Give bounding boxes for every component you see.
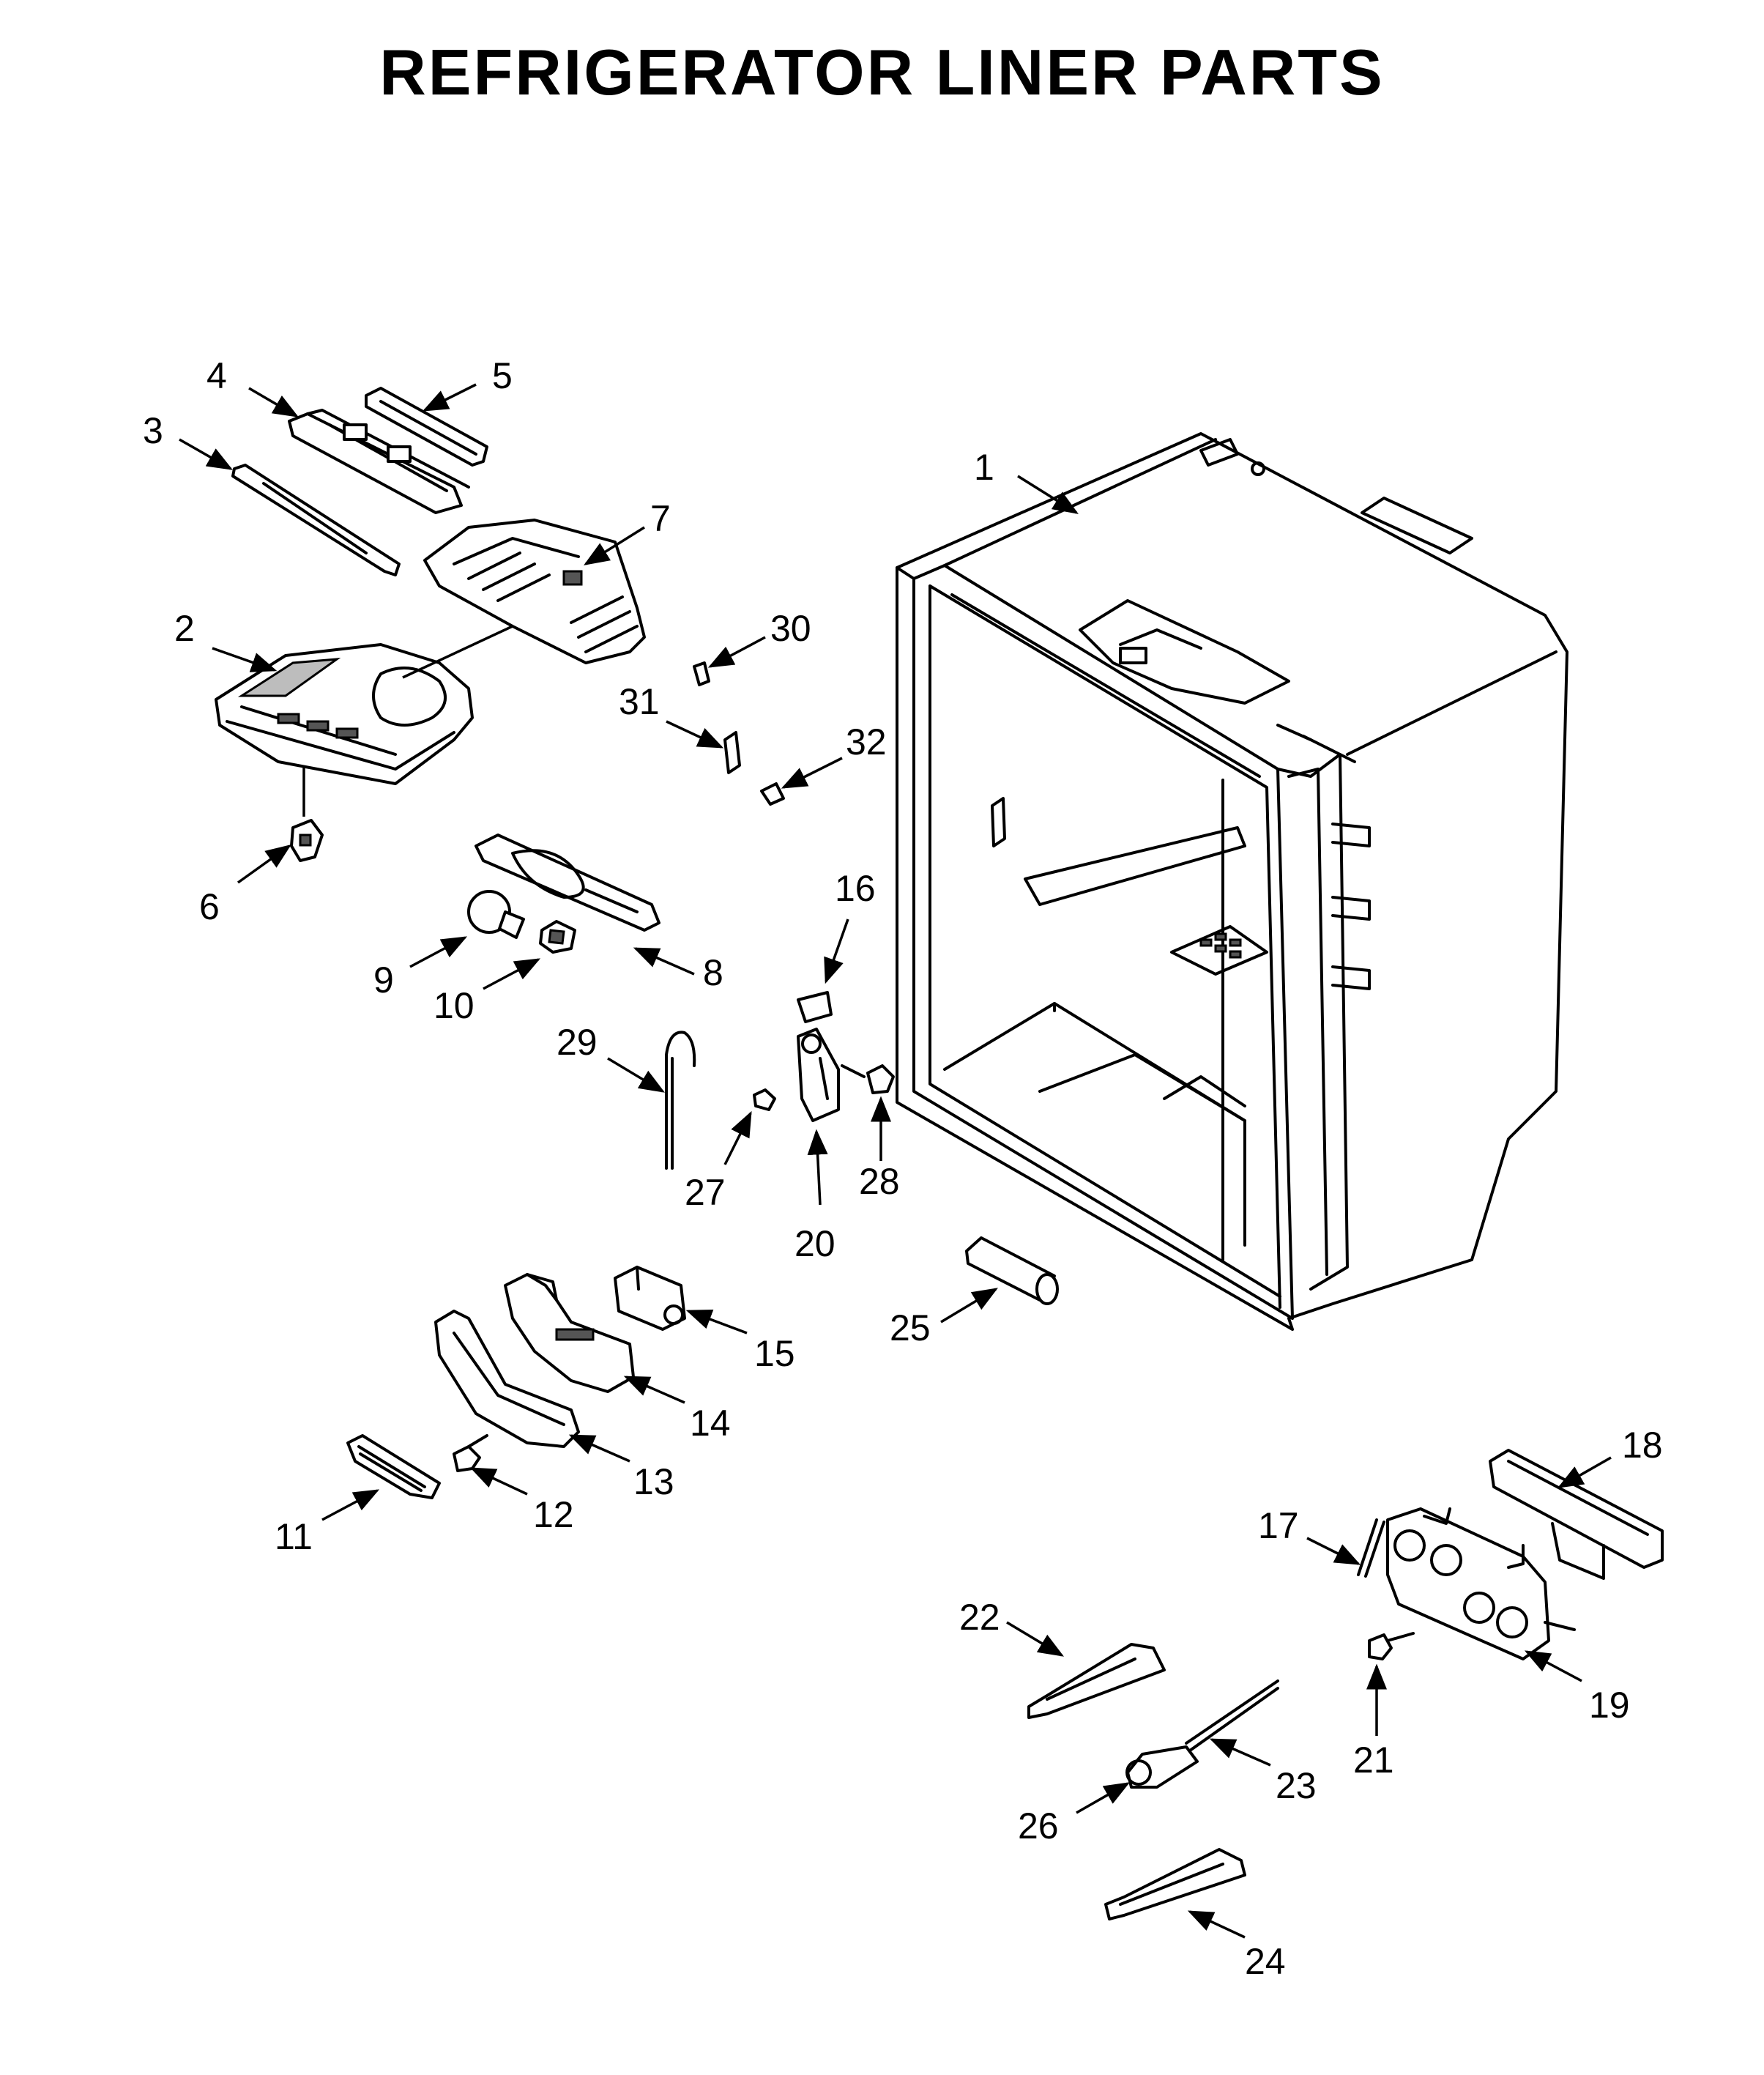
leader-6 xyxy=(237,844,291,884)
leader-2 xyxy=(212,647,278,672)
callout-5: 5 xyxy=(492,355,513,396)
callout-30: 30 xyxy=(770,608,811,649)
part-12-screw xyxy=(453,1434,488,1472)
callout-29: 29 xyxy=(557,1022,598,1063)
part-18-rail xyxy=(1489,1449,1664,1580)
callout-10: 10 xyxy=(433,985,475,1026)
callout-28: 28 xyxy=(859,1161,900,1202)
part-25-filter xyxy=(965,1236,1059,1305)
leader-7 xyxy=(584,526,645,565)
leader-32 xyxy=(781,757,843,789)
part-3-light-lens xyxy=(231,464,401,576)
leader-12 xyxy=(469,1467,528,1496)
callout-8: 8 xyxy=(703,952,723,993)
leader-29 xyxy=(607,1057,666,1093)
part-7-air-diffuser xyxy=(402,519,646,679)
leader-16 xyxy=(824,918,849,984)
part-26-thermistor xyxy=(1125,1745,1199,1789)
part-2-control-housing xyxy=(215,643,474,785)
leader-10 xyxy=(483,958,541,990)
part-11-dispenser-trim xyxy=(346,1434,441,1499)
callout-31: 31 xyxy=(619,681,660,722)
callout-7: 7 xyxy=(650,498,671,539)
callout-2: 2 xyxy=(174,608,195,649)
diagram-title: REFRIGERATOR LINER PARTS xyxy=(379,36,1385,108)
callout-25: 25 xyxy=(890,1307,931,1348)
callout-17: 17 xyxy=(1258,1505,1299,1546)
leader-4 xyxy=(248,387,299,417)
callout-26: 26 xyxy=(1018,1805,1059,1846)
callout-24: 24 xyxy=(1245,1941,1286,1982)
leader-26 xyxy=(1076,1782,1131,1814)
callout-32: 32 xyxy=(846,721,887,762)
callout-23: 23 xyxy=(1276,1765,1317,1806)
part-28-screw xyxy=(841,1064,895,1094)
leader-19 xyxy=(1524,1650,1582,1682)
part-17-pin xyxy=(1357,1518,1385,1578)
part-19-hinge xyxy=(1386,1507,1576,1660)
part-30-clip xyxy=(693,661,710,686)
part-10-socket xyxy=(539,920,576,954)
callout-22: 22 xyxy=(959,1597,1000,1638)
callout-6: 6 xyxy=(199,886,220,927)
callout-9: 9 xyxy=(373,959,394,1001)
leader-27 xyxy=(723,1110,752,1165)
part-14-dispenser-housing xyxy=(504,1273,635,1393)
leader-30 xyxy=(707,636,766,668)
part-16-cover xyxy=(797,991,833,1023)
callout-21: 21 xyxy=(1353,1740,1394,1781)
leader-20 xyxy=(807,1129,828,1206)
callout-16: 16 xyxy=(835,868,876,909)
callout-15: 15 xyxy=(754,1333,795,1374)
part-31-bracket xyxy=(723,731,741,774)
part-4-control-bracket xyxy=(288,409,470,514)
part-9-lamp xyxy=(467,890,525,939)
leader-9 xyxy=(409,936,468,968)
leader-31 xyxy=(666,720,724,749)
callout-13: 13 xyxy=(633,1461,674,1502)
part-21-screw xyxy=(1368,1632,1415,1660)
part-29-water-tube xyxy=(665,1031,696,1170)
leader-13 xyxy=(568,1434,630,1463)
leader-8 xyxy=(633,947,695,976)
part-20-chute-door xyxy=(797,1028,840,1122)
callout-4: 4 xyxy=(206,355,227,396)
leader-23 xyxy=(1209,1738,1271,1767)
leader-1 xyxy=(1017,475,1079,514)
part-22-bracket xyxy=(1027,1643,1166,1719)
part-32-clip xyxy=(760,782,785,806)
part-6-connector xyxy=(290,819,324,862)
callout-20: 20 xyxy=(794,1223,836,1264)
leader-24 xyxy=(1187,1910,1246,1939)
leader-5 xyxy=(422,383,477,412)
part-15-valve xyxy=(614,1266,686,1331)
callout-12: 12 xyxy=(533,1494,574,1535)
leader-14 xyxy=(623,1376,685,1404)
leader-3 xyxy=(179,438,234,470)
leader-22 xyxy=(1006,1621,1065,1657)
callout-3: 3 xyxy=(143,410,163,451)
part-5-control-board xyxy=(365,387,488,467)
leader-17 xyxy=(1306,1537,1361,1565)
leader-11 xyxy=(321,1489,380,1521)
callout-1: 1 xyxy=(974,447,994,488)
callout-27: 27 xyxy=(685,1172,726,1213)
callout-18: 18 xyxy=(1622,1425,1663,1466)
part-8-lamp-housing xyxy=(475,834,660,932)
callout-19: 19 xyxy=(1589,1685,1630,1726)
leader-25 xyxy=(940,1288,999,1324)
part-24-bracket xyxy=(1104,1848,1246,1920)
part-27-clip xyxy=(753,1088,776,1111)
part-13-dispenser-cover xyxy=(434,1310,580,1448)
callout-14: 14 xyxy=(690,1403,731,1444)
part-1-liner xyxy=(896,432,1568,1331)
leader-18 xyxy=(1557,1456,1612,1488)
callout-11: 11 xyxy=(275,1516,313,1557)
leader-15 xyxy=(685,1309,748,1335)
part-23-wire-harness xyxy=(1185,1679,1279,1752)
